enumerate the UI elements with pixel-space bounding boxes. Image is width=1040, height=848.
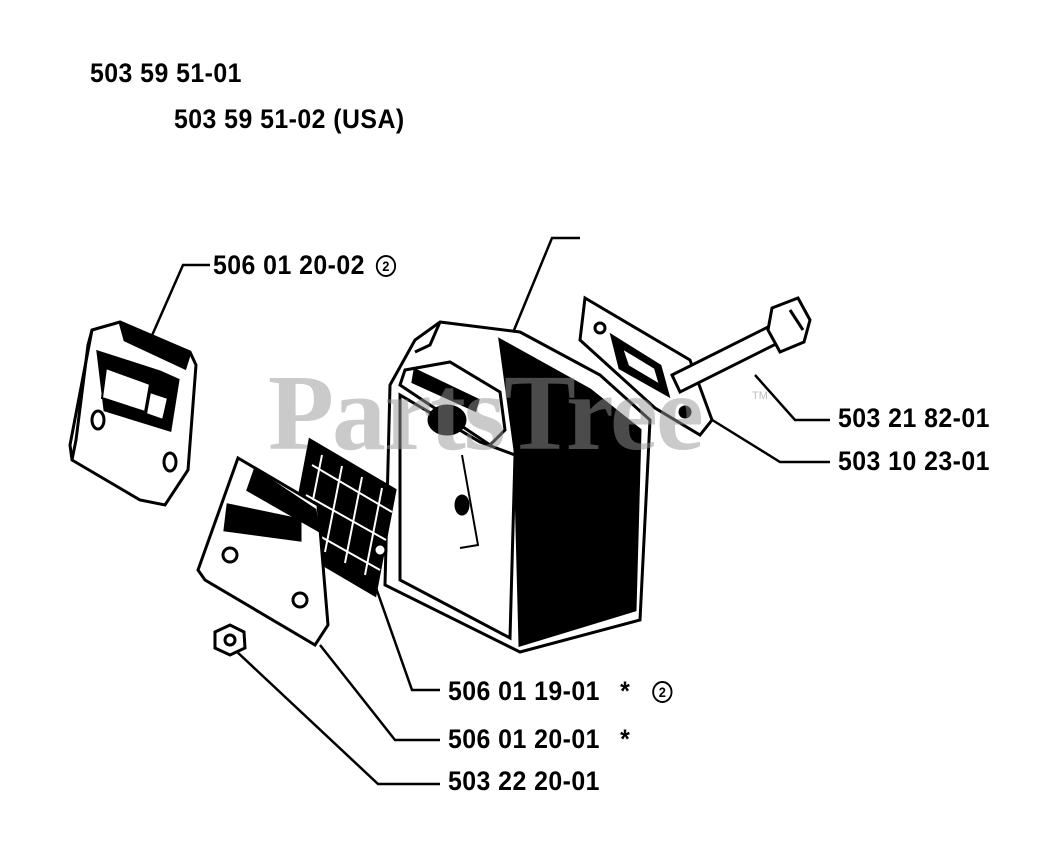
note-2-icon: 2 — [375, 255, 397, 277]
part-number: 506 01 20-02 — [213, 250, 365, 280]
part-label-506-01-19-01[interactable]: 506 01 19-01 * 2 — [448, 676, 673, 707]
leader-line-p1 — [148, 263, 210, 341]
assembly-number: 503 59 51-01 — [90, 58, 242, 88]
part-number: 503 21 82-01 — [838, 403, 990, 433]
part-label-506-01-20-01[interactable]: 506 01 20-01 * — [448, 724, 630, 755]
muffler-cover-plate — [68, 320, 198, 507]
leader-line-p2 — [754, 374, 830, 422]
assembly-number-usa: 503 59 51-02 (USA) — [174, 104, 405, 134]
muffler-body — [383, 320, 652, 654]
watermark-tm: TM — [752, 390, 768, 402]
note-2-icon: 2 — [652, 681, 673, 703]
part-label-503-10-23-01[interactable]: 503 10 23-01 — [838, 446, 990, 477]
part-number: 506 01 19-01 — [448, 676, 600, 706]
part-label-503-21-82-01[interactable]: 503 21 82-01 — [838, 403, 990, 434]
leader-line-top — [510, 236, 580, 336]
leader-line-p6 — [234, 649, 440, 786]
part-number: 506 01 20-01 — [448, 724, 600, 754]
part-number: 503 22 20-01 — [448, 766, 600, 796]
asterisk-mark: * — [620, 676, 631, 706]
deflector-plate — [196, 455, 330, 648]
exhaust-gasket — [578, 295, 714, 437]
leader-line-p4 — [373, 584, 440, 692]
part-label-506-01-20-02[interactable]: 506 01 20-02 2 — [213, 250, 397, 281]
muffler-bolt — [670, 296, 812, 395]
leader-line-p5 — [319, 644, 440, 742]
watermark: PartsTree — [268, 354, 704, 473]
part-number: 503 10 23-01 — [838, 446, 990, 476]
hex-nut — [213, 623, 247, 657]
asterisk-mark: * — [620, 724, 631, 754]
part-label-503-22-20-01[interactable]: 503 22 20-01 — [448, 766, 600, 797]
